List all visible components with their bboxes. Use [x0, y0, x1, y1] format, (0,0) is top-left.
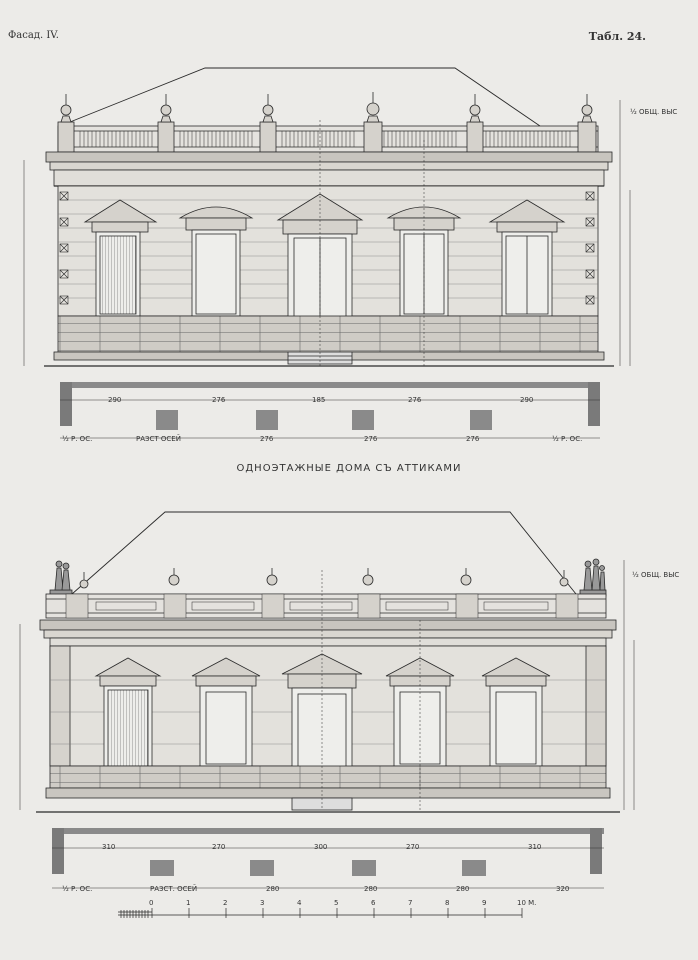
scale-tick-2: 2 [223, 899, 227, 907]
roof-outline-bottom [71, 511, 577, 595]
scale-tick-7: 7 [408, 899, 412, 907]
axis-top-val-1: 276 [260, 435, 274, 443]
axis-top-val-3: 276 [466, 435, 480, 443]
axis-bottom-left: ½ Р. ОС. [62, 885, 92, 893]
corner-statues [49, 558, 607, 597]
plan-strip-bottom [52, 828, 604, 889]
scale-tick-3: 3 [260, 899, 264, 907]
scale-tick-9: 9 [482, 899, 486, 907]
scale-bar [118, 908, 523, 918]
plan-dim-top-5: 290 [520, 396, 533, 404]
attic-balustrade [57, 125, 599, 153]
axis-bottom-val-3: 280 [456, 885, 469, 893]
scale-tick-5: 5 [334, 899, 338, 907]
plan-dim-bottom-1: 310 [102, 843, 115, 851]
urn-finials-bottom [79, 568, 569, 589]
plan-dim-top-3: 185 [312, 396, 325, 404]
axis-top-middle: РАЗСТ ОСЕЙ [136, 434, 181, 443]
scale-tick-6: 6 [371, 899, 376, 907]
plan-dim-bottom-2: 270 [212, 843, 225, 851]
corner-rosettes [59, 191, 595, 305]
scale-tick-1: 1 [186, 899, 190, 907]
dimension-lines-top [23, 100, 631, 366]
plan-dim-bottom-4: 270 [406, 843, 419, 851]
plan-dim-bottom-3: 300 [314, 843, 327, 851]
balusters [79, 131, 571, 147]
height-label-bottom: ½ ОБЩ. ВЫС [632, 571, 679, 579]
sheet-header-left: Фасад. IV. [8, 30, 59, 41]
axis-top-left: ½ Р. ОС. [62, 435, 92, 443]
plan-dim-top-2: 276 [212, 396, 226, 404]
height-label-top: ½ ОБЩ. ВЫС [630, 108, 677, 116]
facade-top [23, 67, 631, 367]
axis-bottom-val-2: 280 [364, 885, 377, 893]
scale-tick-4: 4 [297, 899, 302, 907]
plinth [57, 315, 599, 353]
axis-top-right: ½ Р. ОС. [552, 435, 582, 443]
roof-outline [59, 67, 541, 127]
plan-dim-bottom-5: 310 [528, 843, 541, 851]
plan-dim-top-4: 276 [408, 396, 422, 404]
scale-tick-0: 0 [149, 899, 153, 907]
drawing-caption: ОДНОЭТАЖНЫЕ ДОМА СЪ АТТИКАМИ [236, 463, 462, 474]
scale-tick-10: 10 М. [517, 899, 536, 907]
sheet-header-right: Табл. 24. [588, 30, 646, 43]
plan-dim-top-1: 290 [108, 396, 121, 404]
axis-bottom-middle: РАЗСТ. ОСЕЙ [150, 884, 197, 893]
axis-top-val-2: 276 [364, 435, 378, 443]
axis-bottom-val-1: 280 [266, 885, 279, 893]
plan-strip-top [60, 382, 600, 439]
scale-tick-8: 8 [445, 899, 449, 907]
cornice [45, 151, 613, 163]
axis-bottom-val-4: 320 [556, 885, 569, 893]
facade-bottom [19, 511, 635, 813]
urn-finials [57, 92, 597, 153]
